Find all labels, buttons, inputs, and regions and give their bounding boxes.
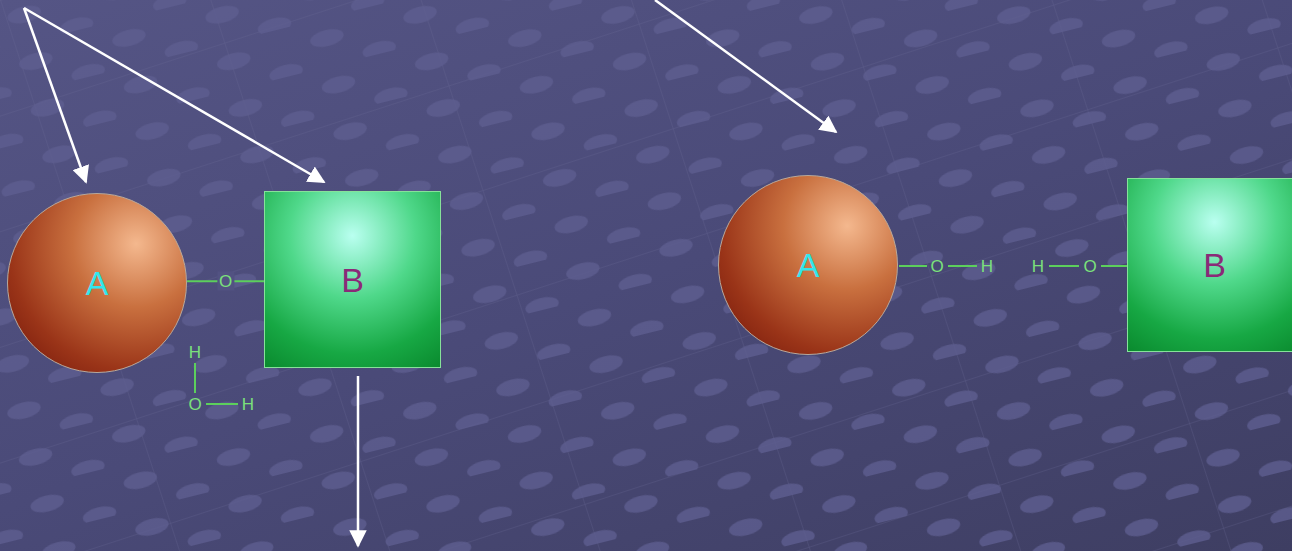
circle-node: A [718,175,898,355]
atom-label: O [928,257,945,276]
bond-atom-label: O [217,272,234,291]
node-letter: B [341,263,364,297]
atom-label: O [1081,257,1098,276]
atom-label: H [1030,257,1046,276]
node-letter: A [86,266,109,300]
atom-label: H [979,257,995,276]
node-letter: B [1203,248,1226,282]
circle-node: A [7,193,187,373]
node-letter: A [797,248,820,282]
atom-label: H [240,395,256,414]
square-node: B [264,191,441,368]
atom-label: O [186,395,203,414]
square-node: B [1127,178,1292,352]
atom-label: H [187,343,203,362]
